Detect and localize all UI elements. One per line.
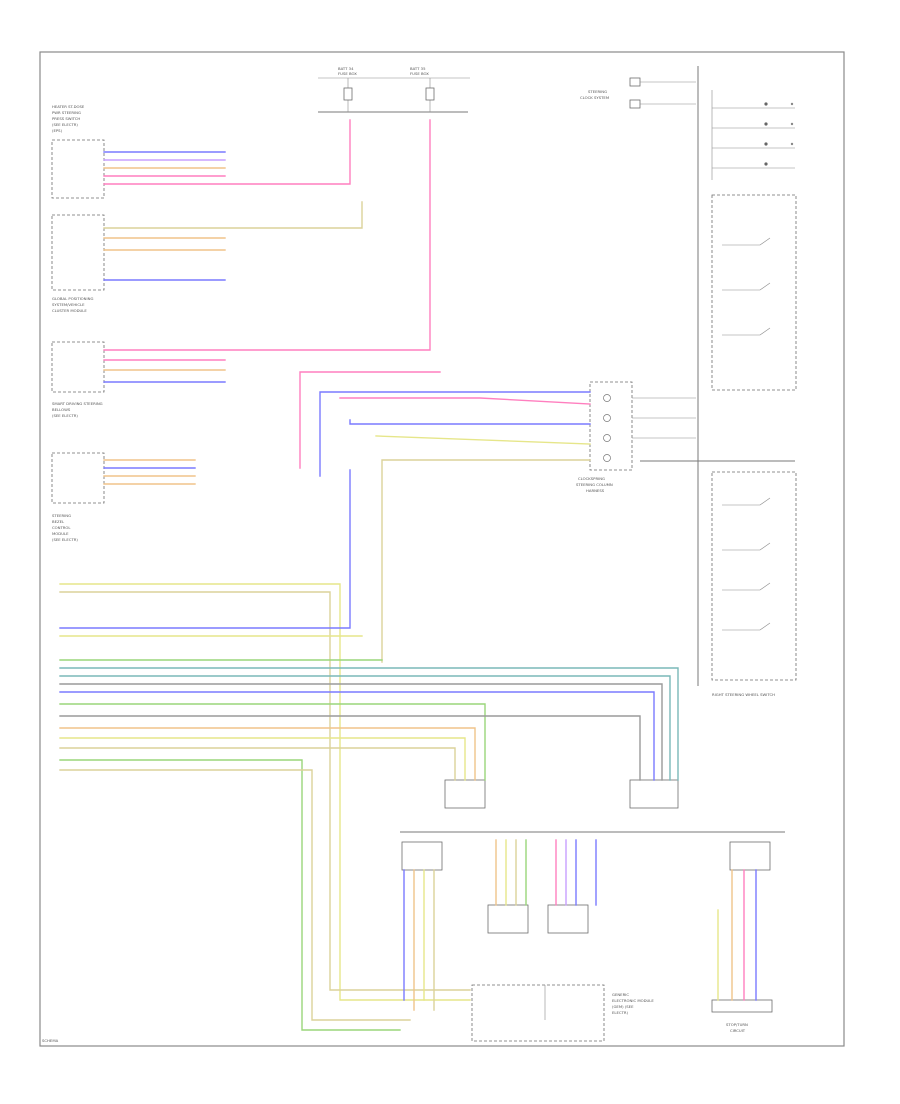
module-third-left: SMART DRIVING STEERING BELLOWS (SEE ELEC… bbox=[51, 341, 105, 418]
top-fuse-label-2: BATT 35 bbox=[410, 66, 426, 71]
module-third-left-label-3: (SEE ELECTR) bbox=[52, 413, 78, 418]
module-bottom-right-label-1: STOP/TURN bbox=[726, 1022, 748, 1027]
wire-23 bbox=[381, 459, 591, 663]
module-mid-left: GLOBAL POSITIONING SYSTEM/VEHICLE CLUSTE… bbox=[51, 214, 105, 313]
wire-34 bbox=[59, 715, 641, 781]
wire-5 bbox=[103, 119, 351, 185]
module-fourth-left: STEERING BEZEL CONTROL MODULE (SEE ELECT… bbox=[51, 452, 105, 542]
module-bottom-center-label-3: (GEM) (SEE bbox=[612, 1004, 634, 1009]
wire-29 bbox=[59, 667, 679, 781]
module-top-left: HEATER ST.DOSE PWR STEERING PRESS SWITCH… bbox=[51, 104, 105, 199]
wire-31 bbox=[59, 683, 663, 781]
module-bottom-center-label-2: ELECTRONIC MODULE bbox=[612, 998, 654, 1003]
wire-25 bbox=[59, 591, 471, 991]
wire-30 bbox=[59, 675, 671, 781]
wire-20 bbox=[339, 397, 591, 405]
module-top-left-label-3: PRESS SWITCH bbox=[52, 116, 80, 121]
module-fourth-left-label-5: (SEE ELECTR) bbox=[52, 537, 78, 542]
top-fuse-label-1: BATT 34 bbox=[338, 66, 354, 71]
module-top-left-label-1: HEATER ST.DOSE bbox=[52, 104, 85, 109]
right-switch-panel: RIGHT STEERING WHEEL SWITCH bbox=[640, 90, 797, 697]
wire-6 bbox=[103, 201, 363, 229]
wire-32 bbox=[59, 691, 655, 781]
wire-33 bbox=[59, 703, 486, 781]
bottom-connector-bus bbox=[400, 779, 785, 934]
wire-37 bbox=[59, 747, 456, 781]
module-top-left-label-4: (SEE ELECTR) bbox=[52, 122, 78, 127]
top-fuse-label-1b: FUSE BOX bbox=[338, 71, 357, 76]
module-mid-left-label-3: CLUSTER MODULE bbox=[52, 308, 87, 313]
clockspring-label-2: STEERING COLUMN bbox=[576, 482, 613, 487]
clockspring: CLOCKSPRING STEERING COLUMN HARNESS bbox=[576, 381, 696, 493]
top-fuse-area: BATT 34 FUSE BOX BATT 35 FUSE BOX bbox=[318, 66, 470, 113]
wire-24 bbox=[59, 583, 471, 1001]
top-fuse-label-2b: FUSE BOX bbox=[410, 71, 429, 76]
clockspring-label-1: CLOCKSPRING bbox=[578, 476, 605, 481]
wire-19 bbox=[319, 391, 591, 477]
module-fourth-left-label-3: CONTROL bbox=[52, 525, 71, 530]
wire-10 bbox=[103, 119, 431, 351]
diagram-frame bbox=[39, 51, 845, 1047]
wire-21 bbox=[349, 419, 591, 425]
module-top-left-label-5: (EPS) bbox=[52, 128, 63, 133]
wire-26 bbox=[59, 469, 351, 629]
module-bottom-right-label-2: CIRCUIT bbox=[730, 1028, 746, 1033]
module-fourth-left-label-4: MODULE bbox=[52, 531, 69, 536]
wire-22 bbox=[375, 435, 591, 445]
wire-36 bbox=[59, 737, 466, 781]
module-bottom-right: STOP/TURN CIRCUIT bbox=[711, 999, 773, 1033]
wire-38 bbox=[59, 759, 401, 1031]
module-mid-left-label-2: SYSTEM/VEHICLE bbox=[52, 302, 85, 307]
module-third-left-label-1: SMART DRIVING STEERING bbox=[52, 401, 103, 406]
wire-39 bbox=[59, 769, 411, 1021]
module-fourth-left-label-2: BEZEL bbox=[52, 519, 65, 524]
module-bottom-center-label-4: ELECTR) bbox=[612, 1010, 629, 1015]
module-top-left-label-2: PWR STEERING bbox=[52, 110, 81, 115]
steering-clock-label-2: CLOCK SYSTEM bbox=[580, 95, 609, 100]
module-fourth-left-label-1: STEERING bbox=[52, 513, 71, 518]
clockspring-label-3: HARNESS bbox=[586, 488, 605, 493]
module-bottom-center: GENERIC ELECTRONIC MODULE (GEM) (SEE ELE… bbox=[471, 984, 654, 1042]
top-right-steering-clock: STEERING CLOCK SYSTEM bbox=[580, 66, 699, 686]
right-switch-panel-label: RIGHT STEERING WHEEL SWITCH bbox=[712, 692, 775, 697]
page-reference: SCHEMA bbox=[42, 1038, 59, 1043]
steering-clock-label-1: STEERING bbox=[588, 89, 607, 94]
wires-group bbox=[59, 119, 757, 1031]
module-third-left-label-2: BELLOWS bbox=[52, 407, 71, 412]
wire-18 bbox=[299, 371, 441, 469]
wire-35 bbox=[59, 727, 476, 781]
module-bottom-center-label-1: GENERIC bbox=[612, 992, 629, 997]
module-mid-left-label-1: GLOBAL POSITIONING bbox=[52, 296, 93, 301]
